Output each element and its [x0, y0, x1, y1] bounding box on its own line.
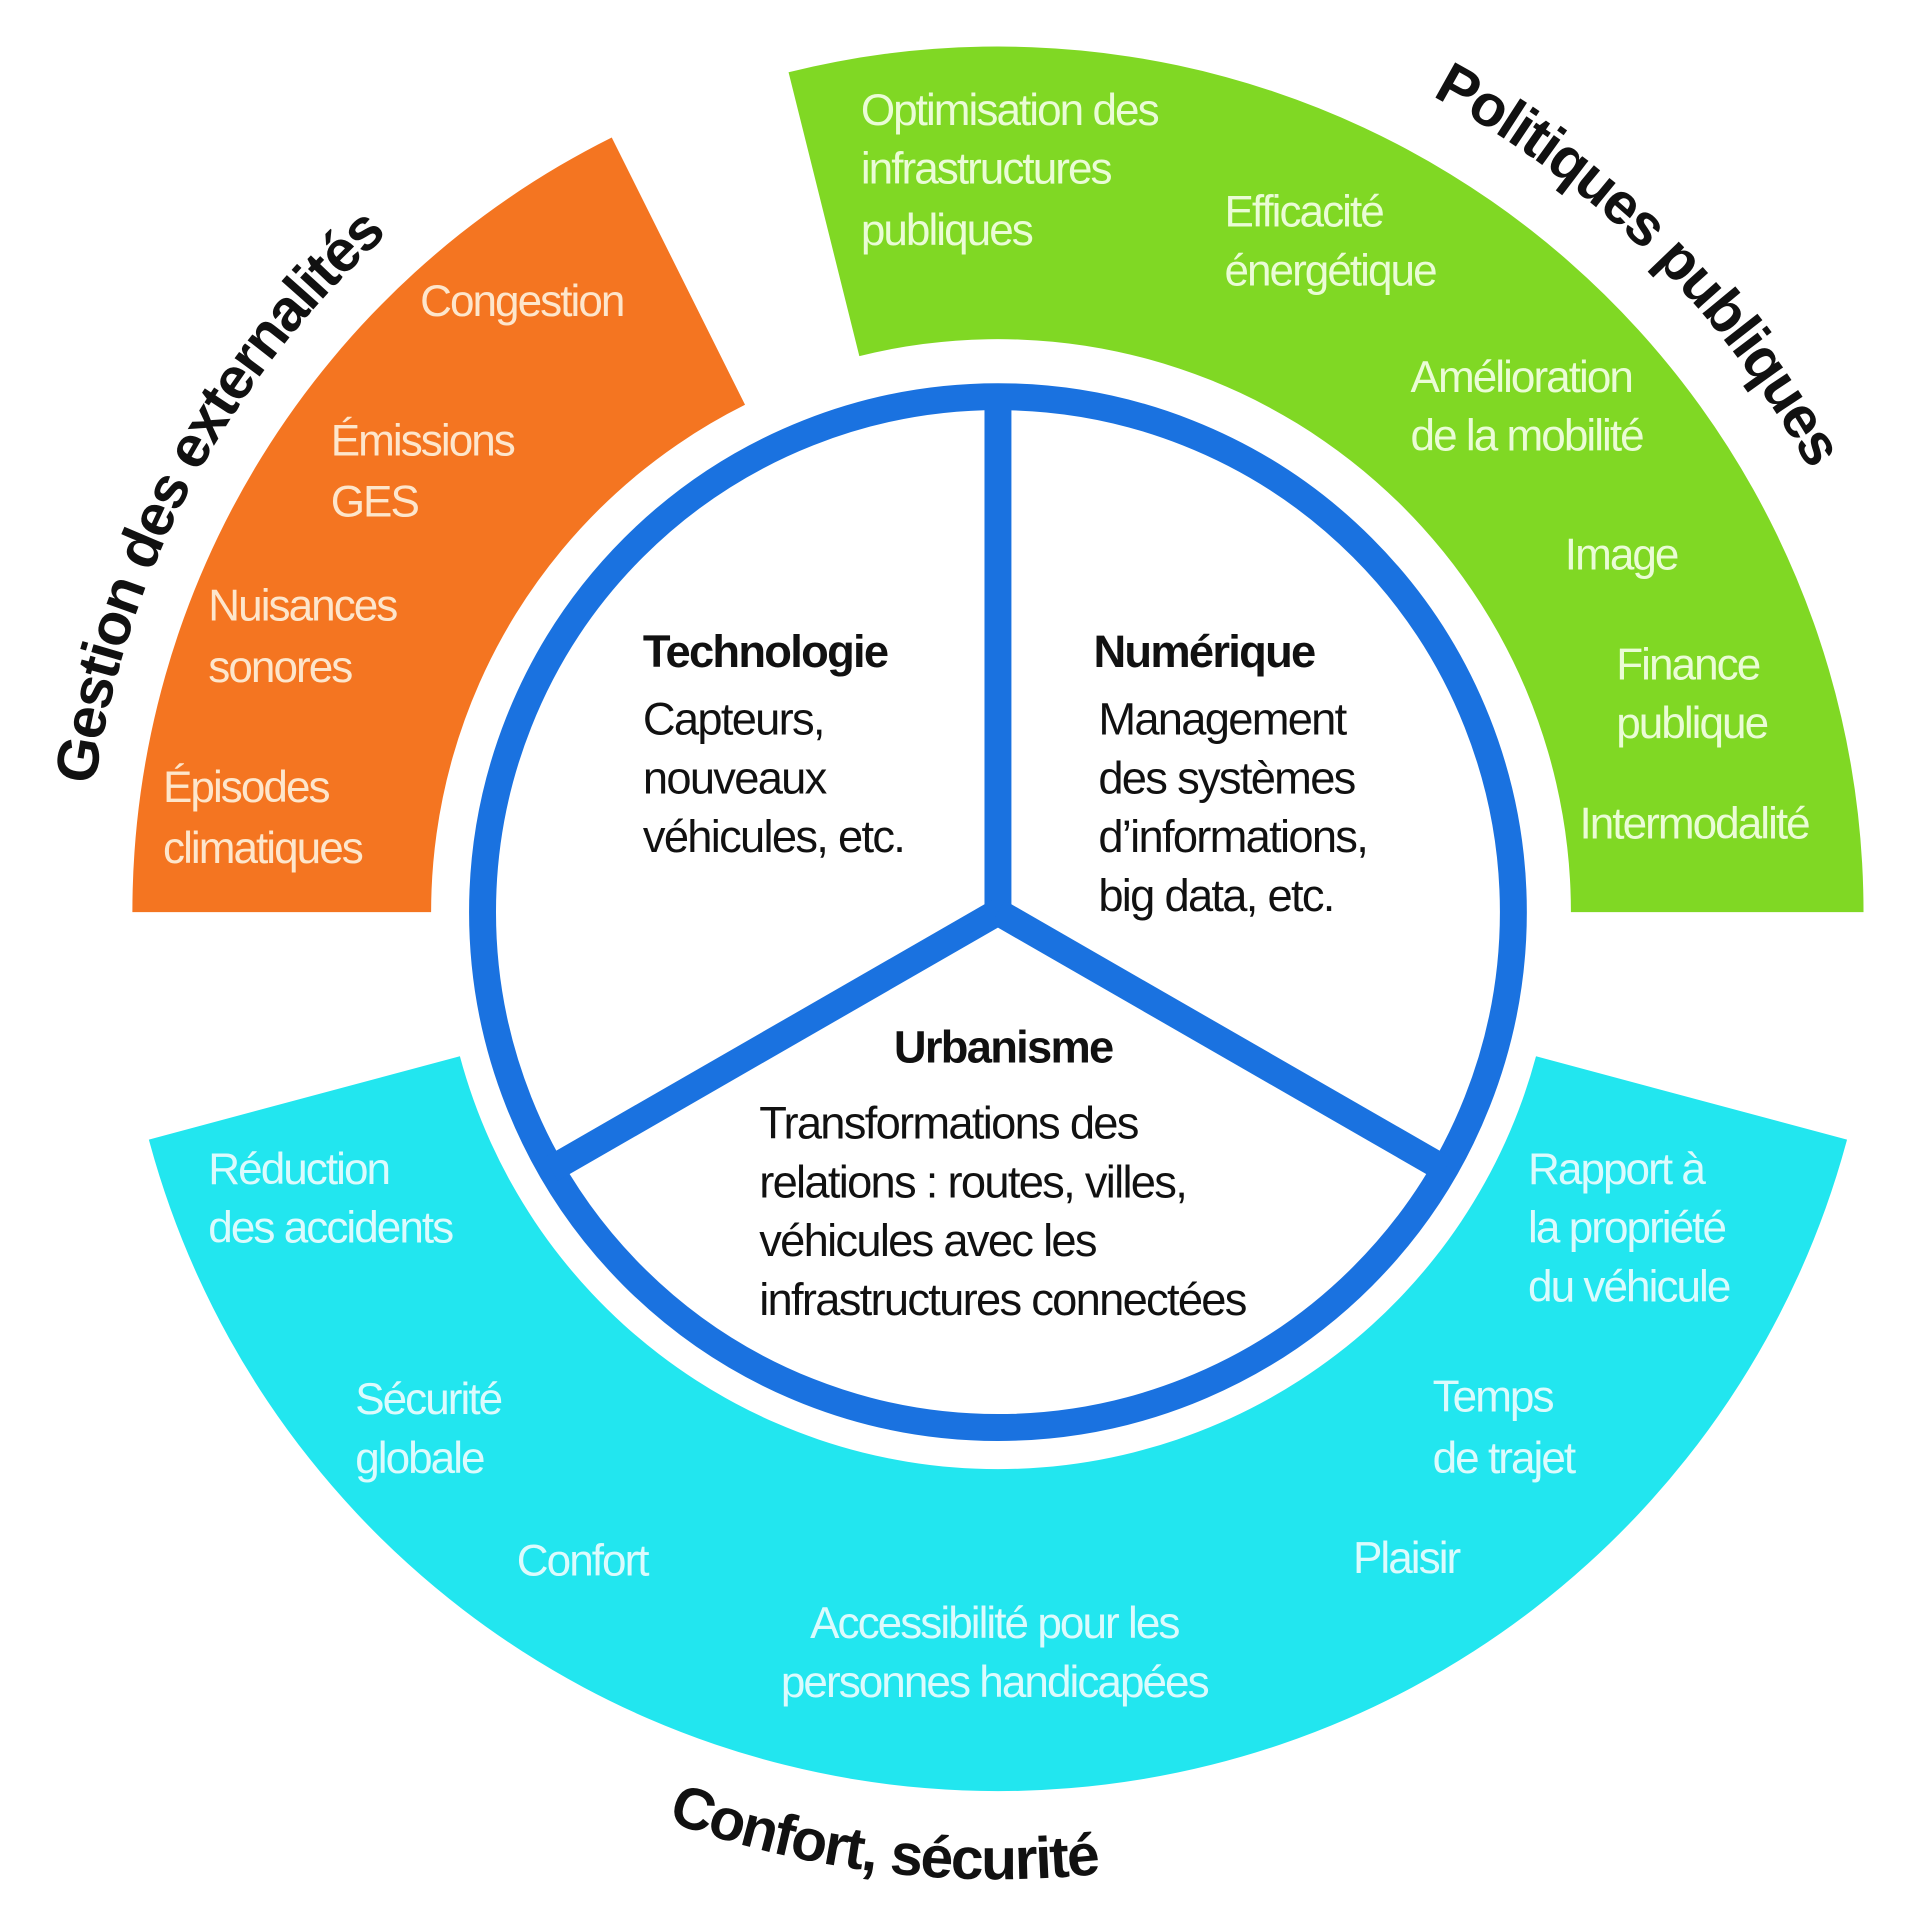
- section-urbanisme: Urbanisme Transformations des relations …: [759, 1022, 1246, 1325]
- label-intermodalite: Intermodalité: [1579, 800, 1809, 849]
- spoke-lower-left: [544, 900, 1005, 1181]
- label-plaisir: Plaisir: [1353, 1534, 1461, 1583]
- label-congestion: Congestion: [420, 277, 623, 326]
- label-image: Image: [1565, 530, 1678, 579]
- spoke-lower-right: [991, 900, 1452, 1181]
- segment-gestion-externalites: [132, 137, 746, 913]
- segment-politiques-publiques: [788, 46, 1864, 913]
- segment-confort-securite: [148, 1056, 1848, 1792]
- label-confort: Confort: [517, 1537, 649, 1586]
- section-numerique: Numérique Management des systèmes d’info…: [1093, 626, 1372, 921]
- section-technologie: Technologie Capteurs, nouveaux véhicules…: [643, 626, 904, 862]
